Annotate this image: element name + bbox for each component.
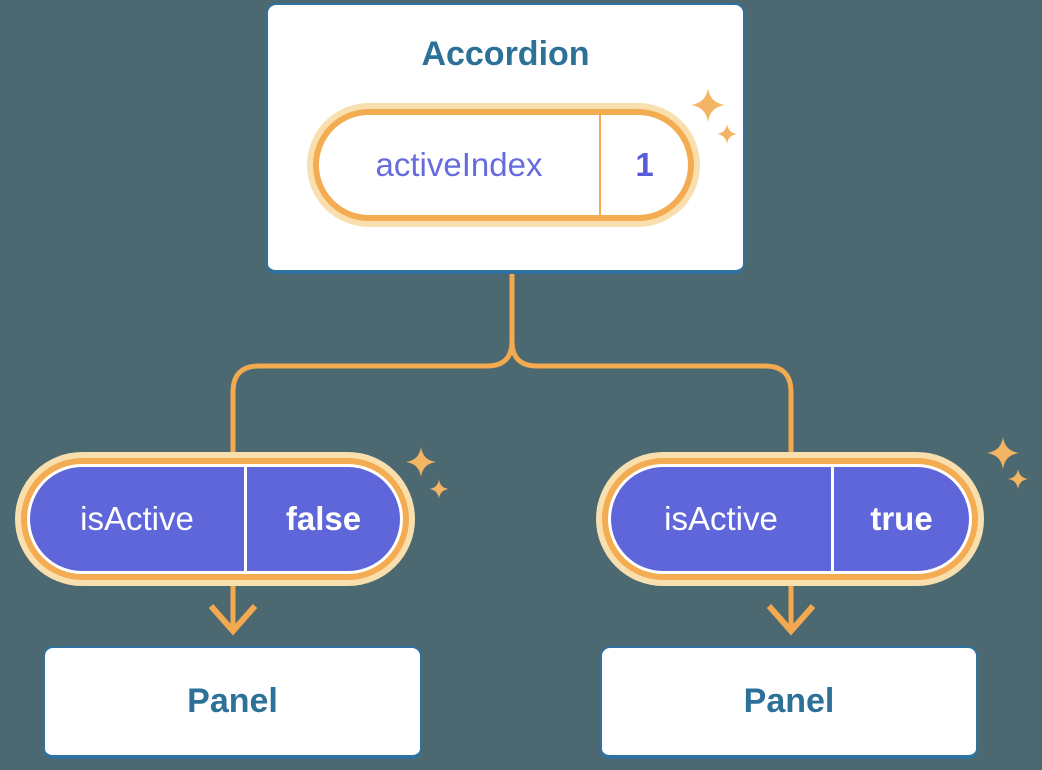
state-value: true <box>870 500 933 537</box>
state-pill-activeindex: activeIndex 1 <box>313 109 694 221</box>
sparkle-icon <box>987 437 1019 469</box>
state-pill-isactive-right: isActive true <box>602 458 978 580</box>
pill-divider <box>599 115 601 215</box>
state-label: activeIndex <box>375 146 543 183</box>
state-label: isActive <box>664 500 778 537</box>
accordion-title: Accordion <box>421 35 590 73</box>
state-value: 1 <box>635 146 654 183</box>
pill-divider <box>831 467 834 571</box>
state-pill-isactive-left: isActive false <box>21 458 409 580</box>
state-value: false <box>285 500 362 537</box>
state-label: isActive <box>80 500 194 537</box>
panel-box-right: Panel <box>600 646 978 759</box>
sparkle-icon <box>1008 469 1028 489</box>
panel-title: Panel <box>187 682 278 720</box>
panel-title: Panel <box>743 682 835 720</box>
arrow-down-right-icon <box>766 604 816 636</box>
branch-line-left <box>230 272 515 462</box>
pill-divider <box>244 467 247 571</box>
state-pill-fill: isActive false <box>30 467 400 571</box>
sparkle-icon <box>406 447 436 477</box>
arrow-down-left-icon <box>208 604 258 636</box>
branch-line-right <box>509 272 794 462</box>
state-pill-fill: isActive true <box>611 467 969 571</box>
panel-box-left: Panel <box>43 646 422 759</box>
sparkle-icon <box>429 479 449 499</box>
